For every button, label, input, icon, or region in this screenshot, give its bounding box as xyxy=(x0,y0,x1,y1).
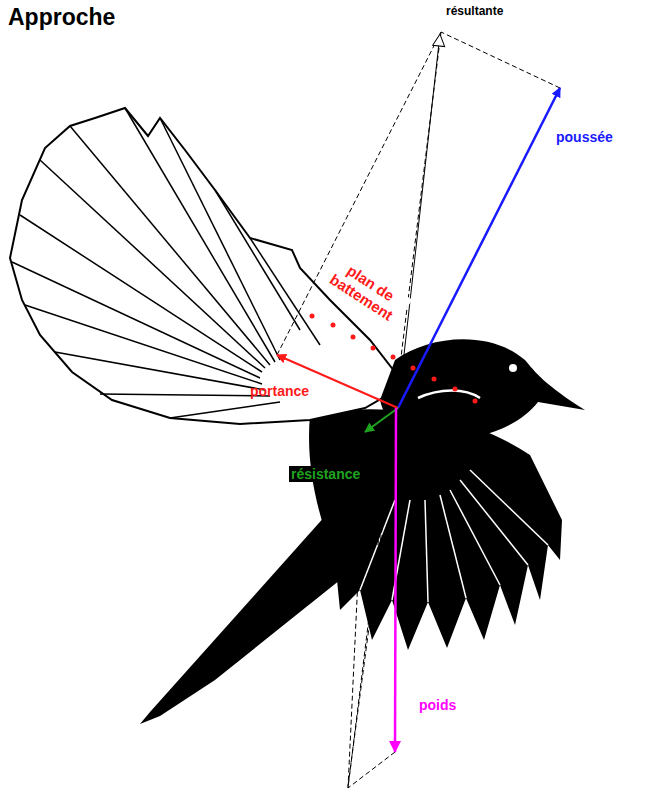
dot xyxy=(331,323,336,328)
lift-vector xyxy=(277,355,398,408)
feather-line xyxy=(250,238,320,345)
dot xyxy=(310,314,315,319)
dot xyxy=(371,346,376,351)
dashed-line xyxy=(441,32,560,88)
dashed-line xyxy=(348,752,395,788)
feather-line xyxy=(460,480,528,565)
feather-line xyxy=(12,262,260,378)
diagram-title: Approche xyxy=(8,4,115,30)
lift-label: portance xyxy=(250,383,309,399)
feather-line xyxy=(215,190,300,330)
feather-line xyxy=(55,352,265,390)
bird-head xyxy=(380,339,585,440)
bird-eye xyxy=(509,364,517,372)
resultant-vector xyxy=(348,408,398,786)
feather-line xyxy=(425,500,428,602)
dot xyxy=(432,377,437,382)
resultant-vector xyxy=(398,34,440,408)
feather-line xyxy=(40,160,265,368)
feather-line xyxy=(160,118,280,360)
resultant-label: résultante xyxy=(446,5,503,19)
weight-vector xyxy=(395,408,396,752)
dot xyxy=(411,366,416,371)
weight-label: poids xyxy=(419,697,456,713)
dot xyxy=(473,399,478,404)
dot xyxy=(453,387,458,392)
dashed-line xyxy=(348,32,441,788)
feather-line xyxy=(25,305,262,384)
dashed-line xyxy=(277,32,441,355)
feather-line xyxy=(440,495,466,598)
feather-lines xyxy=(360,470,548,602)
bird-lower-wing xyxy=(309,409,562,650)
feather-line xyxy=(450,490,500,585)
dot xyxy=(351,335,356,340)
feather-line xyxy=(100,394,270,396)
drag-vector xyxy=(365,408,398,432)
dot xyxy=(391,355,396,360)
feather-line xyxy=(20,215,262,372)
thrust-vector xyxy=(398,88,560,408)
feather-line xyxy=(125,108,275,362)
drag-label: résistance xyxy=(289,466,362,482)
dashed-line xyxy=(348,432,365,788)
thrust-label: poussée xyxy=(556,129,613,145)
feather-line xyxy=(70,126,270,365)
feather-line xyxy=(170,402,280,418)
bird-marking xyxy=(418,391,480,399)
feather-lines xyxy=(12,108,320,418)
construction-lines xyxy=(277,32,560,788)
